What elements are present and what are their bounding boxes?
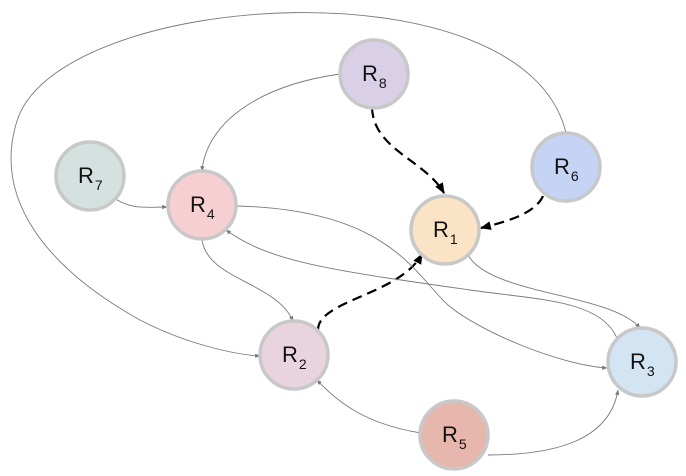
edge-r6-to-r2 — [10, 12, 567, 358]
node-circle — [530, 131, 602, 203]
node-label-subscript: 3 — [647, 363, 655, 379]
edge-r5-to-r2 — [316, 379, 422, 434]
node-label-subscript: 1 — [450, 231, 458, 247]
node-label-letter: R — [190, 192, 206, 217]
node-r5: R5 — [418, 399, 490, 471]
edge-r2-to-r1 — [316, 253, 423, 331]
edge-r6-to-r1 — [479, 195, 545, 230]
node-label: R8 — [362, 61, 387, 91]
edge-r1-to-r3 — [467, 254, 641, 329]
node-label: R7 — [78, 163, 103, 193]
edge-r5-to-r3 — [487, 389, 620, 456]
node-label: R4 — [190, 192, 215, 222]
node-label-subscript: 2 — [299, 356, 307, 372]
node-label-subscript: 6 — [571, 168, 579, 184]
node-label-letter: R — [78, 163, 94, 188]
node-r6: R6 — [530, 131, 602, 203]
edge-r8-to-r1 — [370, 107, 445, 194]
edge-r4-to-r2 — [201, 239, 294, 322]
node-label-letter: R — [554, 154, 570, 179]
node-label-subscript: 5 — [459, 436, 467, 452]
node-label-letter: R — [442, 422, 458, 447]
node-label-letter: R — [433, 217, 449, 242]
node-r4: R4 — [166, 169, 238, 241]
node-label-letter: R — [282, 342, 298, 367]
node-label: R2 — [282, 342, 307, 372]
edge-r7-to-r4 — [113, 197, 168, 210]
node-circle — [606, 326, 678, 398]
node-label: R5 — [442, 422, 467, 452]
node-circle — [54, 140, 126, 212]
node-label: R3 — [630, 349, 655, 379]
node-label-letter: R — [630, 349, 646, 374]
node-r2: R2 — [258, 319, 330, 391]
node-circle — [418, 399, 490, 471]
node-label-subscript: 4 — [207, 206, 215, 222]
node-label: R6 — [554, 154, 579, 184]
node-circle — [166, 169, 238, 241]
node-r1: R1 — [409, 194, 481, 266]
node-r7: R7 — [54, 140, 126, 212]
node-label-subscript: 8 — [379, 75, 387, 91]
node-circle — [409, 194, 481, 266]
node-label-subscript: 7 — [95, 177, 103, 193]
node-label: R1 — [433, 217, 458, 247]
edges-layer — [10, 12, 641, 456]
node-label-letter: R — [362, 61, 378, 86]
edge-r4-to-r3 — [236, 205, 608, 370]
edge-r8-to-r4 — [200, 73, 341, 172]
node-circle — [258, 319, 330, 391]
edge-r3-to-r4 — [225, 229, 618, 339]
node-r8: R8 — [338, 38, 410, 110]
node-circle — [338, 38, 410, 110]
node-r3: R3 — [606, 326, 678, 398]
